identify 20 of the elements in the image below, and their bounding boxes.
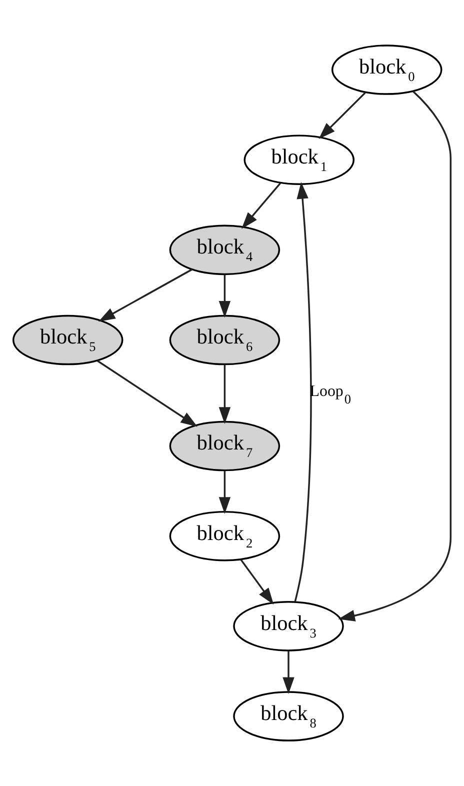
arrow [294,182,312,602]
node-ellipse: block$_{3}$ [233,601,344,652]
node-ellipse: block$_{6}$ [169,314,280,366]
arrow [218,364,231,424]
arrow [98,268,192,322]
node-ellipse: block$_{5}$ [12,314,124,366]
arrow [240,558,274,605]
node-ellipse: block$_{1}$ [244,134,355,185]
arrow [318,92,366,139]
arrow [242,182,281,229]
node-ellipse: block$_{7}$ [169,420,280,472]
arrow [96,360,198,427]
node-ellipse: block$_{8}$ [233,691,344,742]
arrow [282,650,294,694]
node-ellipse: block$_{2}$ [169,510,280,562]
node-ellipse: block$_{4}$ [169,224,280,276]
node-ellipse: block$_{0}$ [331,44,442,95]
arrow [338,90,452,622]
arrow [218,274,231,318]
arrow [218,470,231,514]
